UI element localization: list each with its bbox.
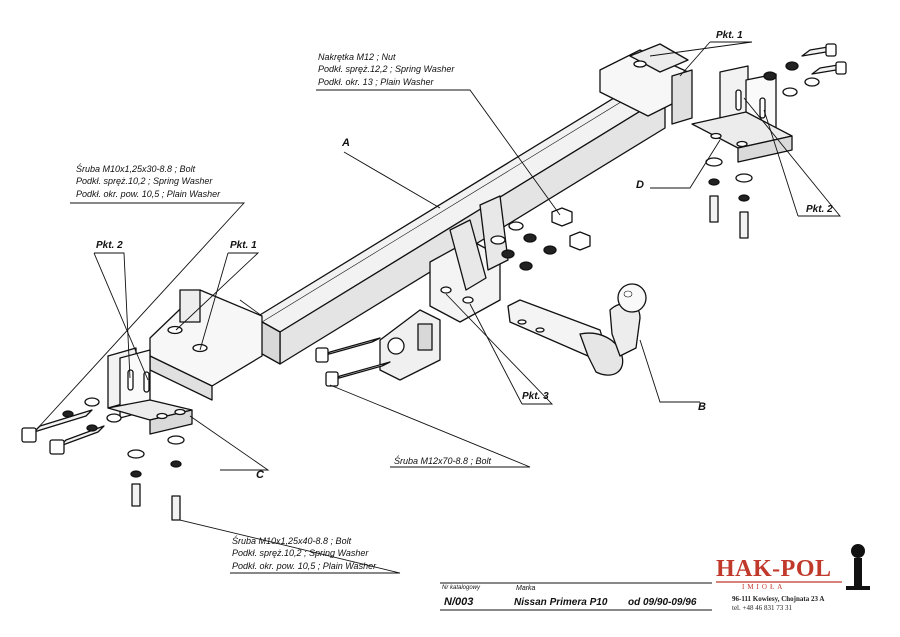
bottom-bolts [127,435,185,521]
bracket-c [107,347,193,435]
bracket-d [691,65,793,163]
leader-lines [35,41,841,574]
pkt1-left-label: Pkt. 1 [230,240,257,251]
towball-hook-b [507,283,647,376]
pkt3-label: Pkt. 3 [522,391,549,402]
right-bottom-bolts [705,157,753,239]
part-c-label: C [256,469,264,481]
nut-label-line1: Nakrętka M12 ; Nut [318,52,396,62]
right-top-bolts [763,43,847,97]
right-mount-bracket [599,43,693,125]
bolt-bottom-label-line1: Śruba M10x1,25x40-8.8 ; Bolt [232,536,352,546]
part-d-label: D [636,179,644,191]
pkt2-right-label: Pkt. 2 [806,204,833,215]
left-bolts [21,397,122,455]
left-mount-bracket [149,289,263,401]
date-range: od 09/90-09/96 [628,597,697,608]
company-address: 96-111 Kowiesy, Chojnata 23 A [732,595,825,603]
company-logo: HAK-POL [716,556,832,582]
bolt-top-label-line3: Podkł. okr. pow. 10,5 ; Plain Washer [76,189,221,199]
brand-label: Marka [516,585,536,592]
bolt-top-label-line2: Podkł. spręż.10,2 ; Spring Washer [76,176,213,186]
title-block-frame [440,582,712,611]
part-b-label: B [698,401,706,413]
pkt2-left-label: Pkt. 2 [96,240,123,251]
bolt-top-label-line1: Śruba M10x1,25x30-8.8 ; Bolt [76,164,196,174]
bolt-bottom-label-line2: Podkł. spręż.10,2 ; Spring Washer [232,548,369,558]
catalog-number: N/003 [444,596,474,608]
m12-bolts [315,337,391,387]
socket-plate [379,309,441,381]
m12-bolt-label: Śruba M12x70-8.8 ; Bolt [394,456,492,466]
company-sub: IMIOŁA [742,583,786,591]
bolt-bottom-label-line3: Podkł. okr. pow. 10,5 ; Plain Washer [232,561,377,571]
logo-hitch-icon [846,544,870,590]
company-phone: tel. +48 46 831 73 31 [732,604,792,612]
nut-label-line3: Podkł. okr. 13 ; Plain Washer [318,77,434,87]
vehicle-name: Nissan Primera P10 [514,597,608,608]
nut-label-line2: Podkł. spręż.12,2 ; Spring Washer [318,64,455,74]
catalog-label: Nr katalogowy [442,585,481,591]
nut-washer-group [490,207,591,271]
pkt1-top-label: Pkt. 1 [716,30,743,41]
center-hitch-plates [429,195,509,323]
part-a-label: A [342,137,350,149]
